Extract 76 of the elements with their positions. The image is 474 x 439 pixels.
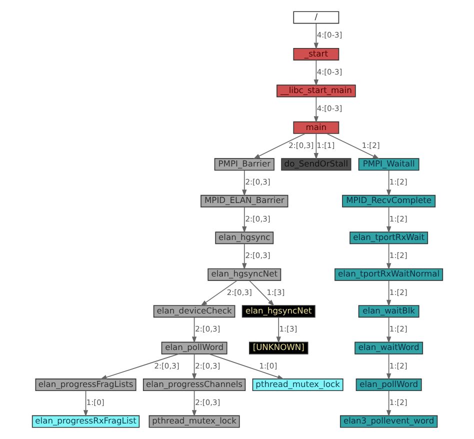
node-box: main [292,121,339,134]
edge-label: 2:[0,3] [244,178,270,187]
arrow [208,354,284,380]
node-box: elan_waitWord [354,342,423,354]
node-box: _start [292,48,339,60]
edge-label: 4:[0-3] [316,30,342,40]
node-box: elan_progressChannels [142,378,246,392]
edge-label: 1:[2] [388,288,407,297]
node-box: / [292,11,339,24]
node-box: [UNKNOWN] [248,342,308,354]
node-box: elan_hgsyncNet [241,305,315,318]
arrow [386,280,391,307]
edge-label: 1:[3] [278,324,297,334]
edge-label: 1:[2] [388,251,407,260]
arrow [313,60,318,86]
arrow [248,280,274,306]
node-box: elan_progressFragLists [34,378,136,392]
node-box: MPID_ELAN_Barrier [200,194,288,208]
edge-label: 4:[0-3] [316,67,342,76]
node-box: PMPI_Barrier [214,158,274,171]
edge-label: 2:[0,3] [194,361,220,370]
arrow [242,243,246,270]
arrow [276,316,280,344]
arrow [191,316,196,344]
arrow [386,243,391,270]
arrow [191,354,196,380]
arrow [313,133,318,160]
edge-label: 1:[2] [388,361,407,370]
node-box: elan_waitBlk [358,305,419,318]
edge-label: 2:[0,3] [194,398,220,407]
edge-label: 4:[0-3] [316,104,342,114]
node-box: pthread_mutex_lock [148,415,240,428]
arrow [200,280,238,306]
edge-label: 2:[0,3] [226,288,252,297]
edge-label: 1:[3] [266,288,284,297]
edge-label: 2:[0,3] [154,361,179,370]
node-box: elan_hgsync [214,232,274,244]
node-box: do_SendOrStall [280,158,351,171]
arrow [386,390,391,417]
arrow [386,354,391,380]
node-box: pthread_mutex_lock [252,378,343,392]
edge-label: 2:[0,3] [288,140,314,150]
node-box: elan_progressRxFragList [31,415,140,428]
arrow [386,170,391,196]
arrow [313,96,318,123]
node-box: MPID_RecvComplete [342,194,436,208]
node-box: elan_hgsyncNet [207,268,281,281]
edge-label: 1:[2] [388,214,407,224]
edge-label: 1:[2] [388,398,407,407]
edge-label: 2:[0,3] [244,214,270,224]
arrow [386,316,391,344]
node-box: elan_pollWord [160,342,227,354]
arrow [386,206,391,234]
edge-label: 1:[2] [361,140,380,150]
arrow [313,23,318,50]
edge-label: 1:[1] [316,140,334,150]
node-box: elan_pollWord [355,378,422,392]
node-box: elan_tportRxWaitNormal [334,268,443,281]
arrow [252,133,306,160]
edge-label: 2:[0,3] [194,324,220,334]
arrow [82,390,88,417]
arrow [242,170,246,196]
node-box: elan_tportRxWait [349,232,428,244]
node-box: PMPI_Waitall [358,158,419,171]
arrow [326,133,380,160]
edge-label: 1:[0] [258,361,277,370]
edge-label: 1:[0] [86,398,104,407]
arrow [242,206,246,234]
arrow [100,354,179,380]
arrow [191,390,196,417]
edge-label: 1:[2] [388,178,407,187]
edge-label: 2:[0,3] [244,251,270,260]
node-box: __libc_start_main [276,84,356,98]
node-box: elan_deviceCheck [152,305,235,318]
edge-label: 1:[2] [388,324,407,334]
node-box: elan3_pollevent_word [339,415,438,428]
